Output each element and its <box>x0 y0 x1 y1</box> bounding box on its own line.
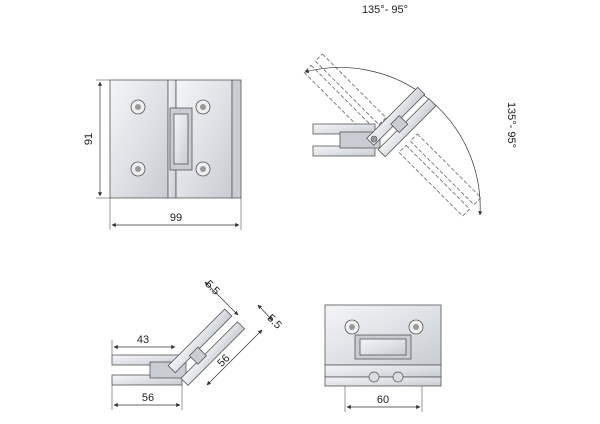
front-width-label: 99 <box>170 212 182 224</box>
screw-icon <box>195 99 211 115</box>
bottom-view: 60 <box>324 304 442 412</box>
bottom-width-label: 60 <box>377 394 389 406</box>
pivot-icon <box>392 371 404 383</box>
rotation-top-label: 135°- 95° <box>362 4 408 16</box>
top-offset-a-label: 5.5 <box>202 278 221 297</box>
pivot-icon <box>368 371 380 383</box>
rotation-side-label: 135°- 95° <box>505 102 517 148</box>
rotation-view: 135°- 95° 135°- 95° <box>303 4 517 217</box>
screw-icon <box>344 319 360 335</box>
screw-icon <box>130 161 146 177</box>
left-plate <box>109 79 169 199</box>
screw-icon <box>130 99 146 115</box>
glass-clamp-edge <box>231 79 242 199</box>
screw-icon <box>195 161 211 177</box>
front-view: 91 99 <box>83 79 242 230</box>
pivot-icon <box>370 135 378 143</box>
top-view: 43 56 56 5.5 5.5 <box>111 278 284 410</box>
front-height-label: 91 <box>83 133 95 145</box>
top-length-a-label: 43 <box>137 334 149 346</box>
screw-icon <box>408 319 424 335</box>
top-length-b-label: 56 <box>142 392 154 404</box>
